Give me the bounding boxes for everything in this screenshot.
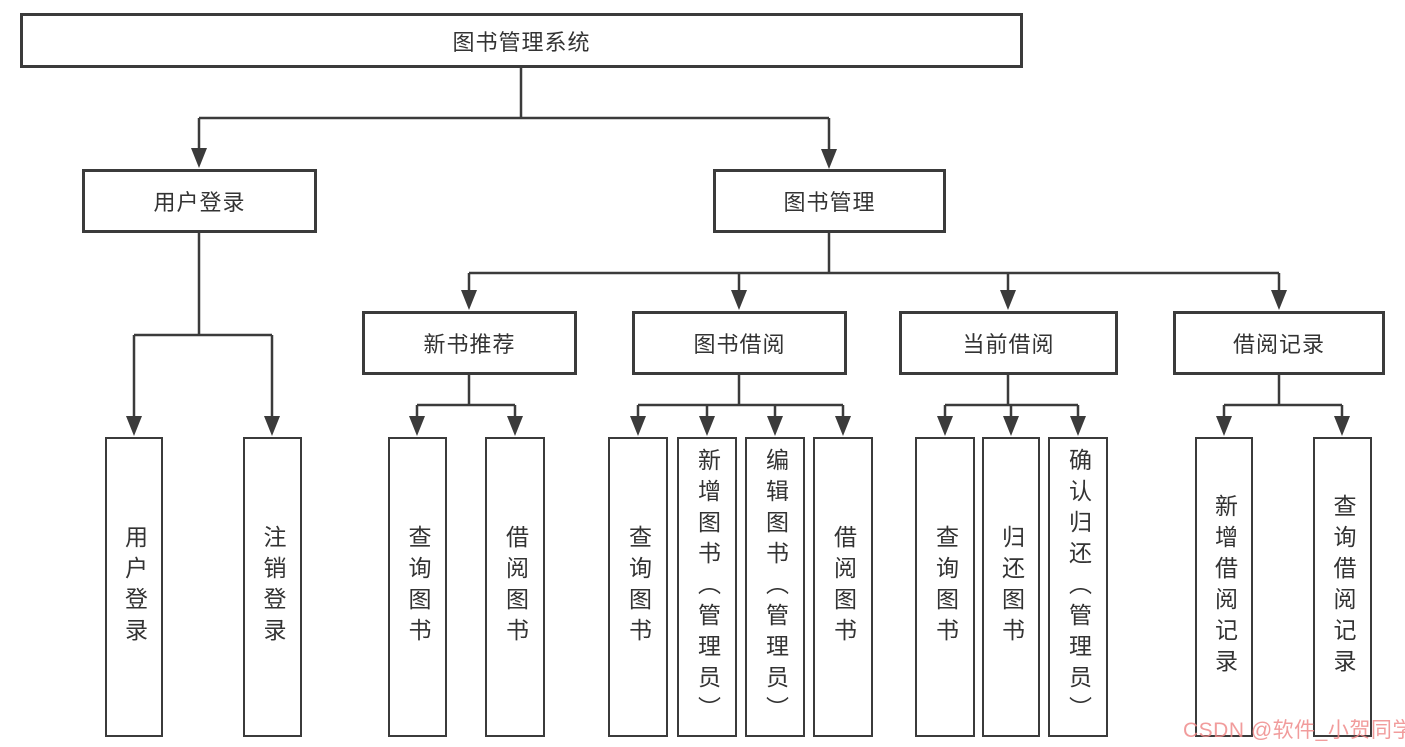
arrowheads: [126, 148, 1350, 436]
node-book-management: 图书管理: [713, 169, 946, 233]
leaf-borrow-edit-books-admin-label: 编辑图书（管理员）: [762, 447, 789, 727]
node-new-book-recommendation: 新书推荐: [362, 311, 577, 375]
arrowhead: [699, 416, 715, 436]
connector-current-borrow-to-leaves: [943, 375, 1080, 419]
node-borrowing-records: 借阅记录: [1173, 311, 1385, 375]
arrowhead: [461, 290, 477, 310]
arrowhead: [191, 148, 207, 168]
leaf-rec-query-books-label: 查询图书: [405, 525, 431, 649]
leaf-user-login: 用户登录: [105, 437, 163, 737]
leaf-borrow-borrow-books: 借阅图书: [813, 437, 873, 737]
arrowhead: [507, 416, 523, 436]
arrowhead: [264, 416, 280, 436]
leaf-rec-borrow-books-label: 借阅图书: [502, 525, 529, 649]
node-current-borrowing-label: 当前借阅: [962, 332, 1055, 357]
arrowhead: [731, 290, 747, 310]
connector-book-mgmt-to-level2: [467, 232, 1281, 292]
leaf-borrow-borrow-books-label: 借阅图书: [830, 525, 857, 649]
leaf-record-query-borrow-record: 查询借阅记录: [1313, 437, 1372, 737]
leaf-rec-borrow-books: 借阅图书: [485, 437, 545, 737]
leaf-borrow-query-books: 查询图书: [608, 437, 668, 737]
leaf-user-login-label: 用户登录: [121, 525, 148, 649]
node-new-book-recommendation-label: 新书推荐: [423, 332, 516, 357]
leaf-record-query-borrow-record-label: 查询借阅记录: [1330, 494, 1356, 680]
leaf-record-add-borrow-record: 新增借阅记录: [1195, 437, 1253, 737]
connector-borrow-record-to-leaves: [1222, 375, 1344, 419]
node-book-borrowing-label: 图书借阅: [693, 332, 786, 357]
leaf-logout: 注销登录: [243, 437, 302, 737]
node-root-label: 图书管理系统: [452, 29, 591, 55]
connector-new-book-rec-to-leaves: [415, 375, 517, 419]
leaf-borrow-edit-books-admin: 编辑图书（管理员）: [745, 437, 805, 737]
leaf-current-query-books-label: 查询图书: [932, 525, 959, 649]
arrowhead: [630, 416, 646, 436]
leaf-record-add-borrow-record-label: 新增借阅记录: [1211, 494, 1238, 680]
connector-root-to-level1: [197, 68, 831, 151]
node-current-borrowing: 当前借阅: [899, 311, 1118, 375]
arrowhead: [821, 149, 837, 169]
leaf-current-confirm-return-admin-label: 确认归还（管理员）: [1065, 447, 1092, 727]
arrowhead: [937, 416, 953, 436]
leaf-current-query-books: 查询图书: [915, 437, 975, 737]
arrowhead: [409, 416, 425, 436]
leaf-current-return-books: 归还图书: [982, 437, 1040, 737]
leaf-borrow-add-books-admin: 新增图书（管理员）: [677, 437, 737, 737]
arrowhead: [1000, 290, 1016, 310]
leaf-logout-label: 注销登录: [260, 525, 286, 649]
connector-book-borrow-to-leaves: [636, 375, 845, 419]
arrowhead: [1216, 416, 1232, 436]
connector-user-login-to-leaves: [132, 233, 274, 418]
arrowhead: [1070, 416, 1086, 436]
arrowhead: [767, 416, 783, 436]
node-book-borrowing: 图书借阅: [632, 311, 847, 375]
leaf-current-confirm-return-admin: 确认归还（管理员）: [1048, 437, 1108, 737]
arrowhead: [835, 416, 851, 436]
leaf-rec-query-books: 查询图书: [388, 437, 447, 737]
node-borrowing-records-label: 借阅记录: [1232, 332, 1325, 357]
arrowhead: [1334, 416, 1350, 436]
arrowhead: [1003, 416, 1019, 436]
leaf-borrow-add-books-admin-label: 新增图书（管理员）: [694, 447, 721, 727]
leaf-borrow-query-books-label: 查询图书: [625, 525, 652, 649]
node-book-management-label: 图书管理: [783, 190, 876, 215]
node-root-library-system: 图书管理系统: [20, 13, 1023, 68]
leaf-current-return-books-label: 归还图书: [998, 525, 1025, 649]
node-user-login-label: 用户登录: [153, 190, 246, 215]
node-user-login: 用户登录: [82, 169, 317, 233]
arrowhead: [1271, 290, 1287, 310]
csdn-watermark: CSDN @软件_小贺同学: [1183, 719, 1405, 742]
arrowhead: [126, 416, 142, 436]
